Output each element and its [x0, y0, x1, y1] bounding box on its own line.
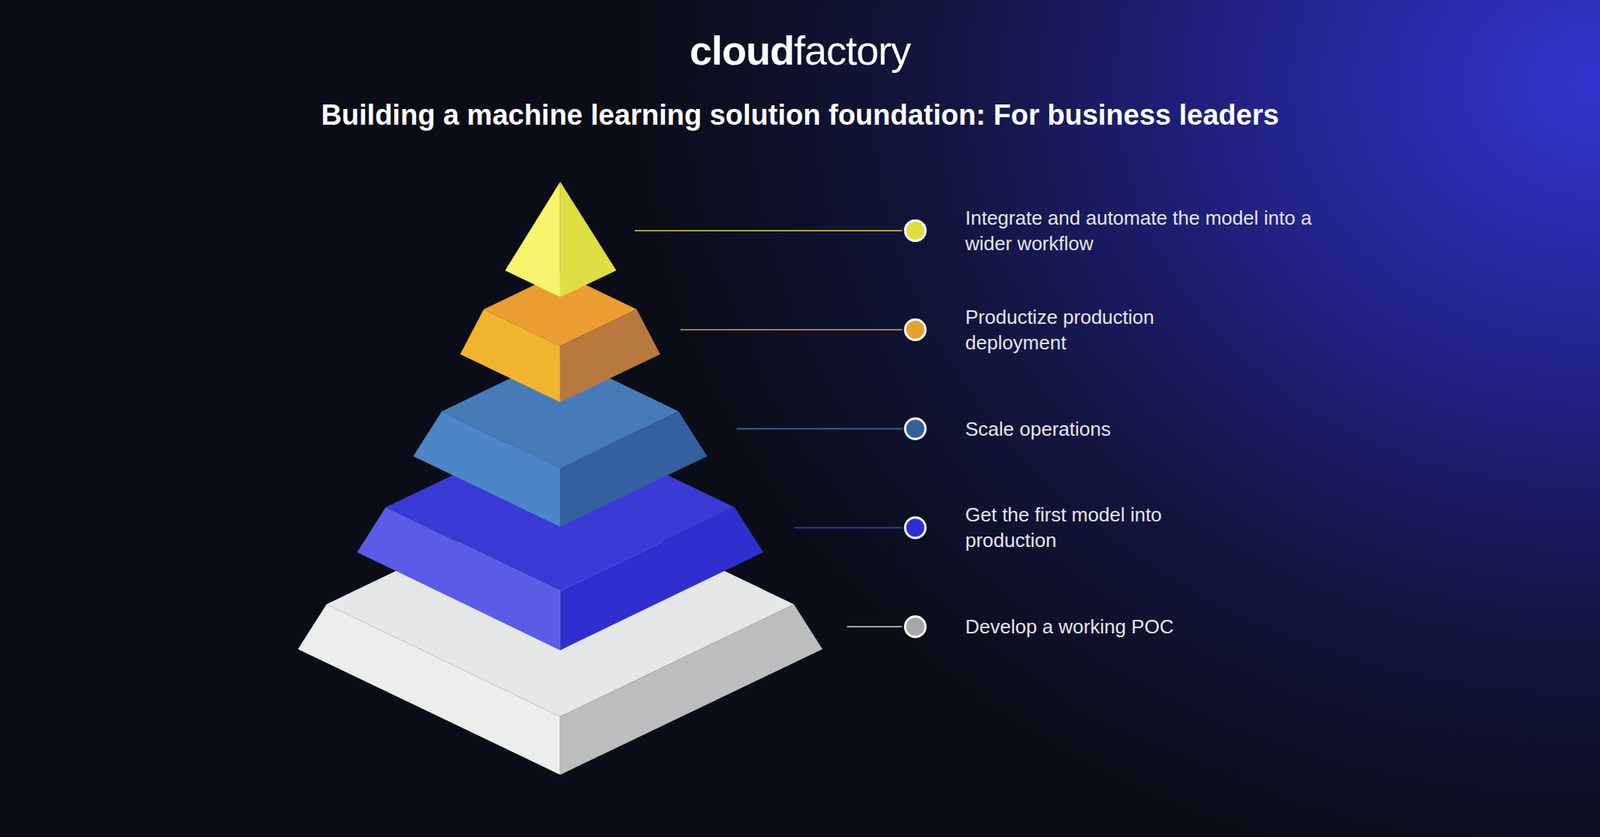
step-label: Integrate and automate the model into a …	[965, 205, 1319, 257]
title: Building a machine learning solution fou…	[0, 99, 1600, 132]
step-label: Develop a working POC	[965, 613, 1319, 640]
step-label: Get the first model into production	[965, 501, 1225, 553]
logo-text: factory	[793, 27, 911, 73]
leader-lines	[634, 230, 903, 627]
marker-dots	[905, 220, 926, 637]
logo: cloudfactory	[0, 27, 1600, 74]
step-label: Productize production deployment	[965, 304, 1199, 356]
pyramid-layer-yellow	[504, 181, 616, 298]
step-label: Scale operations	[965, 416, 1319, 442]
logo-text: cloud	[689, 27, 794, 73]
